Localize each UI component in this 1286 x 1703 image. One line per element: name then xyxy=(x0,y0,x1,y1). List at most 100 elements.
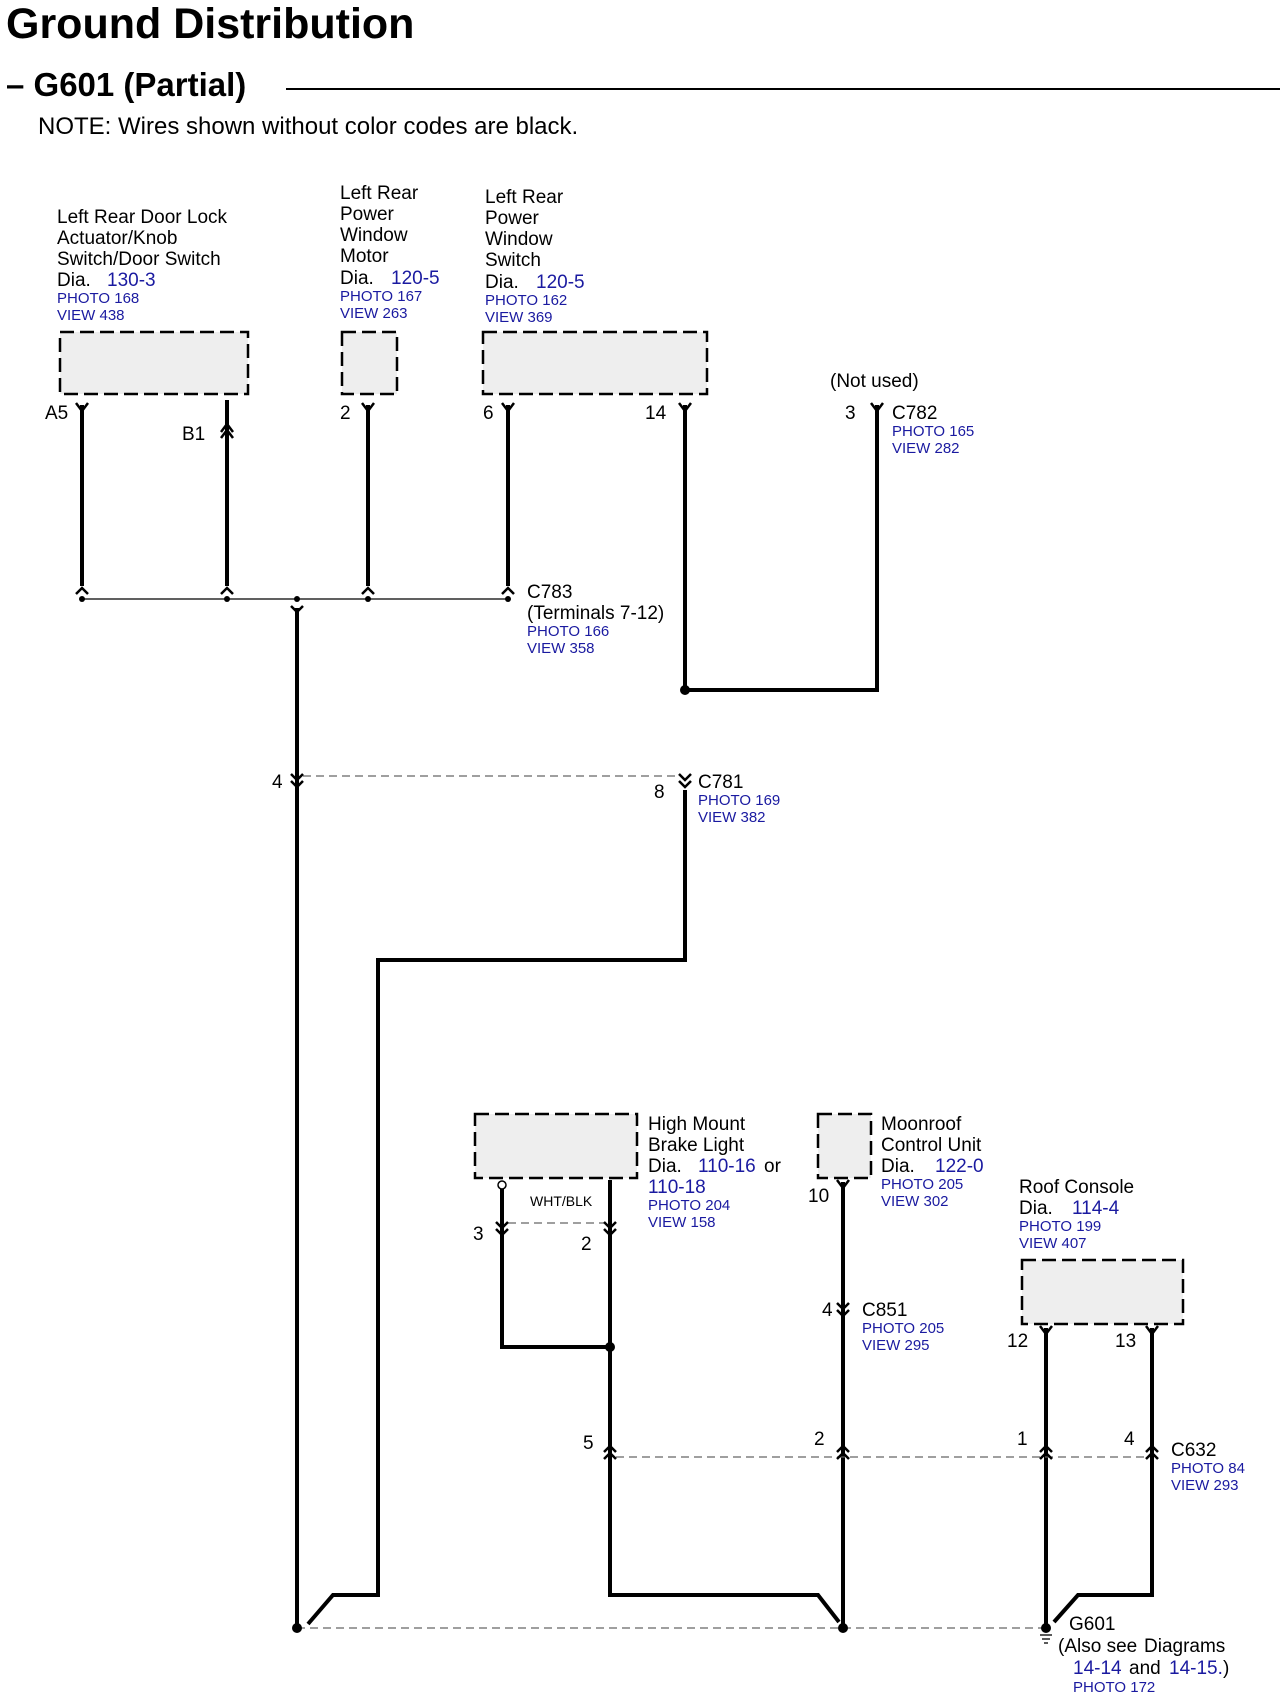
window-motor-dia-prefix: Dia. xyxy=(340,268,374,289)
brake-light-dia-prefix: Dia. xyxy=(648,1156,682,1177)
c782-view-link[interactable]: VIEW 282 xyxy=(892,440,960,457)
moonroof-view-link[interactable]: VIEW 302 xyxy=(881,1193,949,1210)
window-motor-name-1: Left Rear xyxy=(340,183,419,204)
roof-console-label: Roof Console Dia. 114-4 PHOTO 199 VIEW 4… xyxy=(1019,1177,1134,1252)
page-subtitle: – G601 (Partial) xyxy=(6,66,247,103)
moonroof-name-2: Control Unit xyxy=(881,1135,982,1156)
door-lock-name-2: Actuator/Knob xyxy=(57,228,177,249)
splice-c782 xyxy=(680,685,690,695)
c851-pin-4: 4 xyxy=(822,1300,833,1321)
window-switch-view-link[interactable]: VIEW 369 xyxy=(485,309,553,326)
window-switch-photo-link[interactable]: PHOTO 162 xyxy=(485,292,567,309)
terminal-c851-4 xyxy=(836,1302,850,1318)
g601-photo-link[interactable]: PHOTO 172 xyxy=(1073,1679,1155,1696)
roof-console-view-link[interactable]: VIEW 407 xyxy=(1019,1235,1087,1252)
moonroof-box[interactable] xyxy=(816,1112,873,1180)
window-switch-dia-link[interactable]: 120-5 xyxy=(536,272,585,293)
door-lock-photo-link[interactable]: PHOTO 168 xyxy=(57,290,139,307)
c851-photo-link[interactable]: PHOTO 205 xyxy=(862,1320,944,1337)
roof-console-box[interactable] xyxy=(1020,1258,1185,1326)
ground-icon xyxy=(1040,1634,1052,1644)
c632-name[interactable]: C632 xyxy=(1171,1440,1216,1461)
roof-console-dia-prefix: Dia. xyxy=(1019,1198,1053,1219)
brake-light-view-link[interactable]: VIEW 158 xyxy=(648,1214,716,1231)
title-rule xyxy=(286,88,1280,90)
wire-c781-ground xyxy=(306,790,687,1626)
terminal-c632-2 xyxy=(836,1444,850,1460)
moonroof-label: Moonroof Control Unit Dia. 122-0 PHOTO 2… xyxy=(881,1114,984,1210)
g601-diagram-link-1[interactable]: 14-14 xyxy=(1073,1658,1122,1679)
window-switch-name-3: Window xyxy=(485,229,553,250)
terminal-c632-1 xyxy=(1039,1444,1053,1460)
brake-light-pin-3: 3 xyxy=(473,1224,484,1245)
c781-photo-link[interactable]: PHOTO 169 xyxy=(698,792,780,809)
color-code-note: NOTE: Wires shown without color codes ar… xyxy=(38,113,579,140)
window-switch-name-1: Left Rear xyxy=(485,187,564,208)
brake-light-dia-link[interactable]: 110-16 xyxy=(698,1156,756,1177)
brake-light-name-2: Brake Light xyxy=(648,1135,745,1156)
door-lock-dia-link[interactable]: 130-3 xyxy=(107,270,156,291)
pin-switch-14: 14 xyxy=(645,403,667,424)
window-motor-photo-link[interactable]: PHOTO 167 xyxy=(340,288,422,305)
ground-splice-right xyxy=(1041,1623,1051,1633)
c783-name[interactable]: C783 xyxy=(527,582,572,603)
c632-pin-2: 2 xyxy=(814,1429,825,1450)
c781-view-link[interactable]: VIEW 382 xyxy=(698,809,766,826)
terminal-brake-3 xyxy=(495,1221,509,1237)
window-switch-box[interactable] xyxy=(481,330,709,396)
terminal-c781-4 xyxy=(290,773,304,789)
window-motor-name-3: Window xyxy=(340,225,408,246)
wire-brake-3-join xyxy=(500,1345,610,1349)
g601-diagram-link-2[interactable]: 14-15. xyxy=(1169,1658,1223,1679)
roof-console-pin-12: 12 xyxy=(1007,1331,1028,1352)
door-lock-view-link[interactable]: VIEW 438 xyxy=(57,307,125,324)
g601-name[interactable]: G601 xyxy=(1069,1614,1115,1635)
brake-light-label: High Mount Brake Light Dia. 110-16 or 11… xyxy=(648,1114,782,1231)
window-motor-box[interactable] xyxy=(340,330,399,396)
c632-view-link[interactable]: VIEW 293 xyxy=(1171,1477,1239,1494)
c783-photo-link[interactable]: PHOTO 166 xyxy=(527,623,609,640)
c851-name[interactable]: C851 xyxy=(862,1300,907,1321)
window-switch-name-2: Power xyxy=(485,208,540,229)
pin-motor-2: 2 xyxy=(340,403,351,424)
brake-light-dia2-link[interactable]: 110-18 xyxy=(648,1177,706,1198)
brake-light-photo-link[interactable]: PHOTO 204 xyxy=(648,1197,730,1214)
splice-brake-light xyxy=(605,1342,615,1352)
g601-diagrams-word: Diagrams xyxy=(1144,1636,1225,1657)
door-lock-box[interactable] xyxy=(58,330,250,396)
moonroof-pin-10: 10 xyxy=(808,1186,829,1207)
c782-not-used: (Not used) xyxy=(830,371,919,392)
roof-console-photo-link[interactable]: PHOTO 199 xyxy=(1019,1218,1101,1235)
window-motor-dia-link[interactable]: 120-5 xyxy=(391,268,440,289)
c781-name[interactable]: C781 xyxy=(698,772,743,793)
g601-close-paren: ) xyxy=(1223,1658,1229,1679)
pin-b1: B1 xyxy=(182,424,205,445)
moonroof-photo-link[interactable]: PHOTO 205 xyxy=(881,1176,963,1193)
window-switch-dia-prefix: Dia. xyxy=(485,272,519,293)
moonroof-name-1: Moonroof xyxy=(881,1114,962,1135)
window-motor-name-4: Motor xyxy=(340,246,389,267)
door-lock-label: Left Rear Door Lock Actuator/Knob Switch… xyxy=(57,207,228,324)
c851-view-link[interactable]: VIEW 295 xyxy=(862,1337,930,1354)
c632-photo-link[interactable]: PHOTO 84 xyxy=(1171,1460,1245,1477)
c782-pin-3: 3 xyxy=(845,403,856,424)
moonroof-dia-link[interactable]: 122-0 xyxy=(935,1156,984,1177)
brake-light-box[interactable] xyxy=(473,1112,639,1180)
brake-light-wire-color: WHT/BLK xyxy=(530,1193,593,1209)
c632-pin-5: 5 xyxy=(583,1433,594,1454)
moonroof-dia-prefix: Dia. xyxy=(881,1156,915,1177)
c783-view-link[interactable]: VIEW 358 xyxy=(527,640,595,657)
window-motor-name-2: Power xyxy=(340,204,395,225)
c783-detail: (Terminals 7-12) xyxy=(527,603,664,624)
ground-splice-left xyxy=(292,1623,302,1633)
c632-pin-4: 4 xyxy=(1124,1429,1135,1450)
terminal-brake-2 xyxy=(603,1221,617,1237)
pin-a5: A5 xyxy=(45,403,68,424)
c782-photo-link[interactable]: PHOTO 165 xyxy=(892,423,974,440)
door-lock-name-1: Left Rear Door Lock xyxy=(57,207,228,228)
c782-name[interactable]: C782 xyxy=(892,403,937,424)
roof-console-dia-link[interactable]: 114-4 xyxy=(1072,1198,1120,1219)
window-motor-view-link[interactable]: VIEW 263 xyxy=(340,305,408,322)
terminal-c781-8 xyxy=(678,773,692,789)
door-lock-name-3: Switch/Door Switch xyxy=(57,249,221,270)
